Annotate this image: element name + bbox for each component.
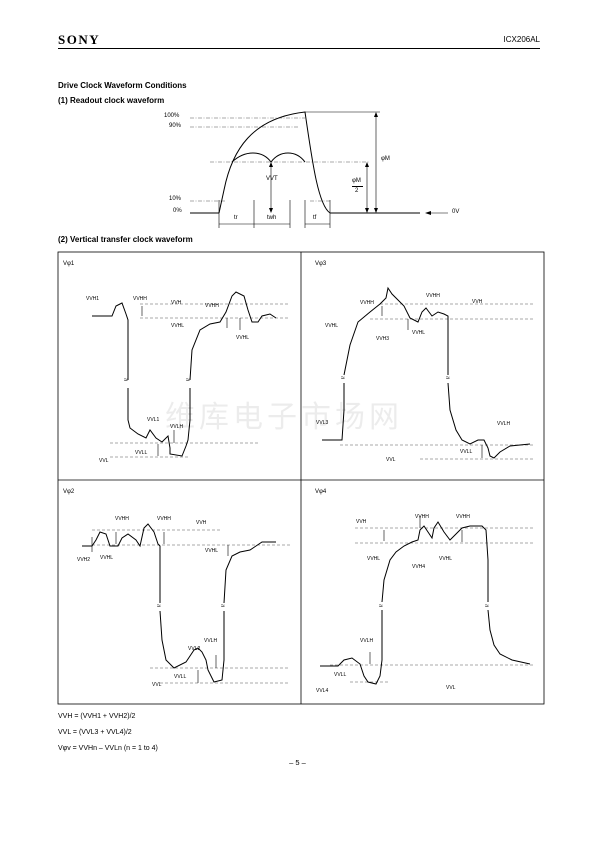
v2-waveform-panel: ≈ ≈	[82, 523, 290, 684]
voltage-label: VVHH	[115, 516, 129, 522]
page-number: – 5 –	[289, 758, 306, 767]
label-tr: tr	[234, 215, 238, 221]
svg-text:≈: ≈	[341, 375, 345, 382]
label-zero-volt: 0V	[452, 209, 460, 215]
section-title: Drive Clock Waveform Conditions	[58, 81, 187, 90]
voltage-label: VVHL	[325, 323, 339, 329]
voltage-label: VVLL	[135, 450, 148, 456]
label-0-percent: 0%	[173, 208, 182, 214]
svg-text:≈: ≈	[379, 603, 383, 610]
svg-text:≈: ≈	[485, 603, 489, 610]
formula-vvh: VVH = (VVH1 + VVH2)/2	[58, 713, 136, 720]
voltage-label: VVLH	[170, 424, 184, 430]
label-twh: twh	[267, 215, 277, 221]
label-90-percent: 90%	[169, 123, 182, 129]
voltage-label: VVLH	[204, 638, 218, 644]
voltage-label: VVH2	[77, 557, 91, 563]
v4-waveform-panel: ≈ ≈	[320, 516, 535, 685]
label-tf: tf	[313, 215, 317, 221]
readout-title: (1) Readout clock waveform	[58, 96, 165, 105]
formula-vvl: VVL = (VVL3 + VVL4)/2	[58, 729, 132, 736]
voltage-label: VVLL	[334, 672, 347, 678]
voltage-label: VVH	[472, 299, 483, 305]
brand-logo: SONY	[58, 32, 101, 47]
voltage-label: VVHL	[236, 335, 250, 341]
panel-v2-title: Vφ2	[63, 489, 75, 495]
voltage-label: VVHL	[412, 330, 426, 336]
voltage-label: VVHH	[360, 300, 374, 306]
vertical-title: (2) Vertical transfer clock waveform	[58, 235, 193, 244]
label-phim-half-num: φM	[352, 178, 361, 184]
voltage-label: VVHL	[367, 556, 381, 562]
voltage-label: VVHL	[171, 323, 185, 329]
v3-waveform	[322, 286, 531, 459]
v2-waveform	[82, 523, 276, 683]
readout-waveform-diagram	[190, 111, 448, 228]
svg-text:≈: ≈	[446, 375, 450, 382]
svg-text:≈: ≈	[124, 377, 128, 384]
voltage-label: VVL2	[188, 646, 201, 652]
label-100-percent: 100%	[164, 113, 180, 119]
panel-v1-title: Vφ1	[63, 261, 75, 267]
voltage-label: VVLL	[174, 674, 187, 680]
v3-waveform-panel: ≈ ≈	[322, 286, 535, 460]
voltage-label: VVLH	[360, 638, 374, 644]
voltage-label: VVLH	[497, 421, 511, 427]
voltage-label: VVH	[196, 520, 207, 526]
voltage-label: VVL4	[316, 688, 329, 694]
svg-text:≈: ≈	[221, 603, 225, 610]
svg-text:≈: ≈	[186, 377, 190, 384]
readout-pulse	[218, 111, 331, 214]
label-vvt: VVT	[266, 176, 278, 182]
voltage-label: VVL	[386, 457, 396, 463]
v4-waveform	[320, 521, 531, 685]
label-10-percent: 10%	[169, 196, 182, 202]
readout-inner-pulse	[231, 152, 306, 163]
voltage-label: VVHL	[439, 556, 453, 562]
voltage-label: VVHL	[100, 555, 114, 561]
voltage-label: VVH3	[376, 336, 390, 342]
voltage-label: VVL	[152, 682, 162, 688]
voltage-label: VVL3	[316, 420, 329, 426]
voltage-label: VVH	[171, 300, 182, 306]
formula-vphiv: Vφv = VVHn – VVLn (n = 1 to 4)	[58, 745, 158, 752]
voltage-label: VVHH	[415, 514, 429, 520]
v1-waveform	[92, 291, 277, 457]
voltage-label: VVH4	[412, 564, 426, 570]
voltage-label: VVHH	[157, 516, 171, 522]
voltage-label: VVL1	[147, 417, 160, 423]
panel-v3-title: Vφ3	[315, 261, 327, 267]
watermark: 维库电子市场网	[165, 400, 403, 435]
voltage-label: VVL	[99, 458, 109, 464]
label-phim: φM	[381, 156, 390, 162]
part-number: ICX206AL	[503, 35, 540, 44]
voltage-label: VVH1	[86, 296, 100, 302]
voltage-label: VVHL	[205, 548, 219, 554]
voltage-label: VVHH	[205, 303, 219, 309]
label-phim-half-den: 2	[355, 188, 359, 194]
voltage-label: VVHH	[426, 293, 440, 299]
voltage-label: VVLL	[460, 449, 473, 455]
zero-volt-arrow	[425, 211, 431, 215]
voltage-label: VVH	[356, 519, 367, 525]
voltage-label: VVHH	[133, 296, 147, 302]
panel-v4-title: Vφ4	[315, 489, 327, 495]
v1-waveform-panel: ≈ ≈	[92, 291, 290, 458]
header-rule	[58, 48, 540, 49]
voltage-label: VVL	[446, 685, 456, 691]
voltage-label: VVHH	[456, 514, 470, 520]
svg-text:≈: ≈	[157, 603, 161, 610]
